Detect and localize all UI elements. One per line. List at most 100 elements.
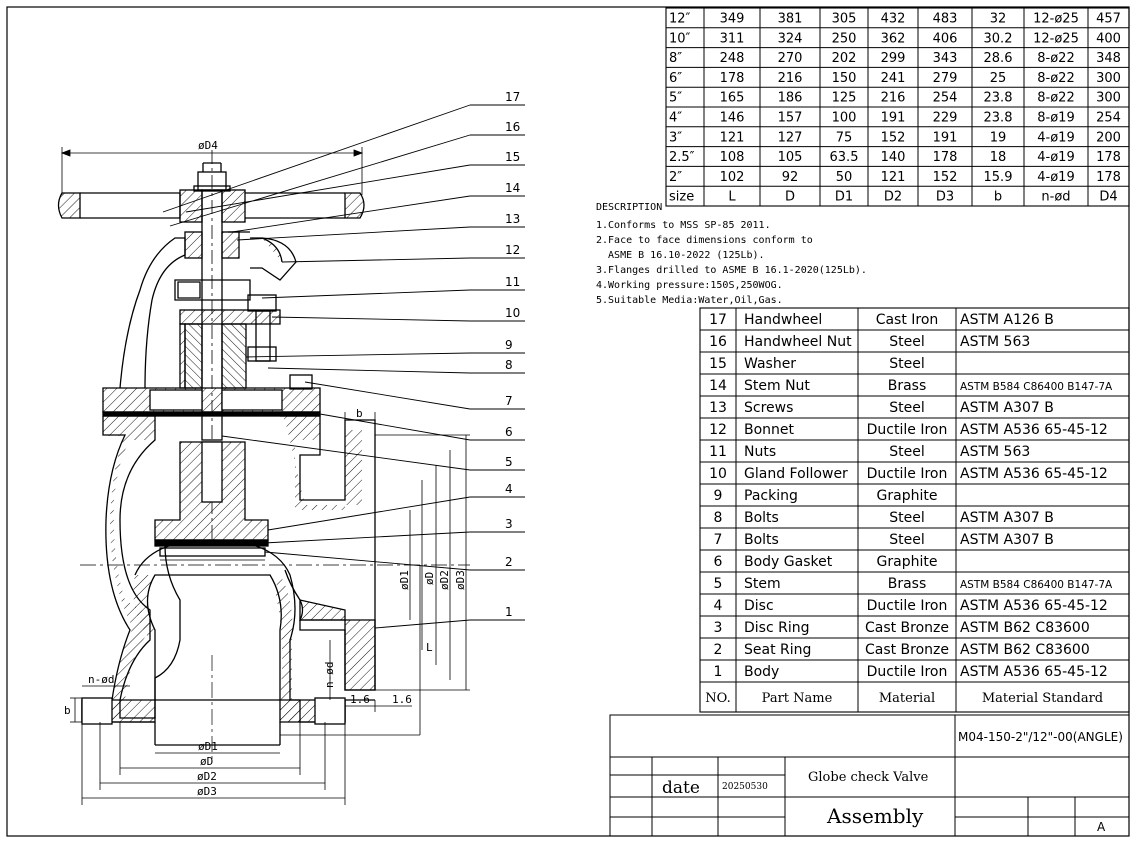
description-line: 5.Suitable Media:Water,Oil,Gas. — [596, 295, 783, 306]
dimension-table-cell: 102 — [720, 170, 745, 185]
drawing-subtitle: Assembly — [826, 804, 924, 828]
dim-label-l: L — [426, 641, 433, 654]
parts-table-cell: Ductile Iron — [867, 664, 948, 680]
parts-table-cell: ASTM A307 B — [960, 532, 1054, 548]
dimension-table-cell: 178 — [933, 150, 958, 165]
dimension-table-cell: 8-ø22 — [1037, 71, 1074, 86]
dimension-table-cell: 8-ø19 — [1037, 111, 1074, 126]
dimension-table-cell: 305 — [832, 12, 857, 27]
dim-label-d2-v: øD2 — [438, 570, 451, 590]
dimension-table-cell: 4-ø19 — [1037, 130, 1074, 145]
dimension-table-cell: 2″ — [669, 170, 682, 185]
callout-number: 16 — [505, 120, 520, 134]
dimension-table-cell: 3″ — [669, 130, 682, 145]
dimension-table-cell: 25 — [990, 71, 1007, 86]
dimension-table-cell: 23.8 — [984, 91, 1013, 106]
callout-leader-line — [267, 496, 471, 531]
dimension-table-cell: 92 — [782, 170, 799, 185]
dimension-table-cell: 18 — [990, 150, 1007, 165]
description-title: DESCRIPTION — [596, 202, 662, 213]
bonnet-yoke — [119, 237, 186, 389]
bonnet-flange — [102, 387, 321, 413]
parts-table-cell: Washer — [744, 356, 796, 372]
callout-leader-line — [281, 257, 471, 263]
dimension-table-cell: 432 — [881, 12, 906, 27]
dim-label-d1: øD1 — [198, 740, 218, 753]
callout-leader-line — [185, 164, 471, 213]
handwheel-hub-right — [221, 189, 246, 223]
dimension-table-cell: 324 — [778, 31, 803, 46]
description-block: DESCRIPTION 1.Conforms to MSS SP-85 2011… — [596, 202, 867, 306]
dimension-table-cell: 254 — [1096, 111, 1121, 126]
dimension-table-cell: 8-ø22 — [1037, 51, 1074, 66]
parts-table-cell: Cast Bronze — [865, 620, 949, 636]
dimension-table-header: D — [785, 190, 795, 205]
parts-table-cell: Stem — [744, 576, 781, 592]
dimension-table-cell: 186 — [778, 91, 803, 106]
callout-number: 13 — [505, 212, 520, 226]
dimension-table-cell: 75 — [836, 130, 853, 145]
dim-label-d1-v: øD1 — [398, 570, 411, 590]
parts-table-cell: ASTM 563 — [960, 334, 1030, 350]
parts-table-cell: Seat Ring — [744, 642, 811, 658]
parts-table-cell: ASTM B584 C86400 B147-7A — [960, 579, 1113, 591]
dimension-table-cell: 343 — [933, 51, 958, 66]
parts-table-cell: 10 — [709, 466, 727, 482]
parts-table-cell: Disc — [744, 598, 774, 614]
parts-table-cell: Bolts — [744, 510, 779, 526]
dim-label-nd-left: n-ød — [88, 673, 115, 686]
dimension-table-cell: 200 — [1096, 130, 1121, 145]
callout-number: 1 — [505, 605, 513, 619]
callout-number: 14 — [505, 181, 520, 195]
parts-table-header: Material — [879, 691, 935, 706]
disc-ring — [154, 539, 269, 547]
dimension-table-cell: 23.8 — [984, 111, 1013, 126]
parts-table-cell: 12 — [709, 422, 727, 438]
dim-label-t2: 1.6 — [392, 693, 412, 706]
callout-number: 15 — [505, 150, 520, 164]
dimension-table-header: size — [669, 190, 694, 205]
dim-label-b-top: b — [356, 407, 363, 420]
dimension-table-cell: 6″ — [669, 71, 682, 86]
parts-table-cell: Packing — [744, 488, 798, 504]
dimension-table-cell: 241 — [881, 71, 906, 86]
dim-label-b-left: b — [64, 704, 71, 717]
dimension-table-cell: 152 — [933, 170, 958, 185]
revision-letter: A — [1097, 820, 1106, 834]
handwheel-rim-right — [344, 192, 365, 219]
parts-table-cell: Steel — [889, 532, 925, 548]
parts-table-cell: 17 — [709, 312, 727, 328]
callout-leader-line — [263, 531, 471, 544]
dimension-table-cell: 100 — [832, 111, 857, 126]
dimension-table-cell: 32 — [990, 12, 1007, 27]
dimension-table-cell: 121 — [881, 170, 906, 185]
parts-table-cell: ASTM B584 C86400 B147-7A — [960, 381, 1113, 393]
callout-leader-line — [374, 619, 471, 629]
bolt-7 — [289, 374, 313, 390]
parts-table-cell: 14 — [709, 378, 727, 394]
dimension-table-cell: 125 — [832, 91, 857, 106]
callout-leader-line — [264, 551, 471, 571]
parts-table-cell: Graphite — [877, 554, 938, 570]
dimension-table-cell: 4-ø19 — [1037, 170, 1074, 185]
dimension-table-cell: 216 — [778, 71, 803, 86]
callout-number: 12 — [505, 243, 520, 257]
dimension-table-cell: 50 — [836, 170, 853, 185]
date-label: date — [662, 778, 700, 798]
dimension-table-cell: 146 — [720, 111, 745, 126]
dimension-table-cell: 279 — [933, 71, 958, 86]
parts-table-cell: Disc Ring — [744, 620, 810, 636]
callout-leader-line — [319, 413, 471, 441]
parts-table-cell: ASTM A126 B — [960, 312, 1054, 328]
dimension-table-cell: 299 — [881, 51, 906, 66]
packing — [184, 323, 203, 389]
parts-table-header: NO. — [705, 691, 730, 706]
dim-label-d3: øD3 — [197, 785, 217, 798]
dimension-table-cell: 12-ø25 — [1033, 12, 1079, 27]
dimension-table-cell: 121 — [720, 130, 745, 145]
dimension-table-cell: 12-ø25 — [1033, 31, 1079, 46]
parts-table-cell: Steel — [889, 510, 925, 526]
parts-table-cell: Steel — [889, 334, 925, 350]
